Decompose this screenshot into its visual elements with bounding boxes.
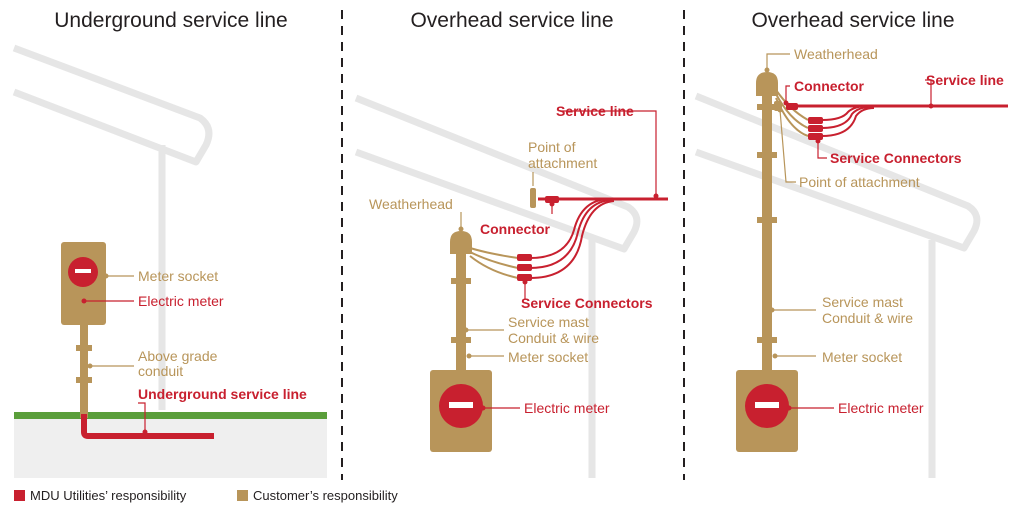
meter-dial-bar	[755, 402, 779, 408]
house-outline	[694, 92, 981, 478]
house-outline	[12, 44, 213, 410]
panel-overhead-b: Overhead service line	[694, 9, 1008, 478]
label-connector: Connector	[794, 78, 865, 94]
service-mast	[456, 248, 466, 372]
mast-coupling	[757, 217, 777, 223]
panel-overhead-a: Overhead service line	[354, 9, 668, 478]
service-connector	[517, 264, 532, 271]
label-conduit: conduit	[138, 363, 183, 379]
label-meter-socket: Meter socket	[138, 268, 218, 284]
service-connector	[517, 274, 532, 281]
ground	[14, 418, 327, 478]
label-electric-meter: Electric meter	[524, 400, 610, 416]
panel-title: Underground service line	[54, 9, 287, 32]
house-outline	[354, 94, 641, 478]
panel-title: Overhead service line	[751, 9, 954, 32]
panel-title: Overhead service line	[410, 9, 613, 32]
label-connector: Connector	[480, 221, 551, 237]
label-underground-service-line: Underground service line	[138, 386, 307, 402]
mast-coupling	[757, 152, 777, 158]
label-attachment: attachment	[528, 155, 597, 171]
label-weatherhead: Weatherhead	[369, 196, 453, 212]
label-service-line: Service line	[926, 72, 1004, 88]
label-service-mast: Service mast	[822, 294, 903, 310]
conduit-coupling	[76, 345, 92, 351]
label-service-line: Service line	[556, 103, 634, 119]
label-service-connectors: Service Connectors	[830, 150, 962, 166]
meter-dial-bar	[75, 269, 91, 273]
panel-underground: Underground service line Meter socket El…	[12, 9, 327, 478]
legend-swatch-utility	[14, 490, 25, 501]
label-conduit-wire: Conduit & wire	[508, 330, 599, 346]
label-meter-socket: Meter socket	[822, 349, 902, 365]
label-electric-meter: Electric meter	[138, 293, 224, 309]
above-grade-conduit	[80, 322, 88, 418]
service-mast	[762, 92, 772, 372]
service-connector	[808, 117, 823, 124]
label-service-connectors: Service Connectors	[521, 295, 653, 311]
label-weatherhead: Weatherhead	[794, 46, 878, 62]
legend-customer: Customer’s responsibility	[253, 488, 398, 503]
legend-swatch-customer	[237, 490, 248, 501]
mast-coupling	[757, 337, 777, 343]
connector	[786, 103, 798, 110]
label-electric-meter: Electric meter	[838, 400, 924, 416]
label-conduit-wire: Conduit & wire	[822, 310, 913, 326]
legend: MDU Utilities’ responsibility Customer’s…	[14, 488, 398, 503]
connector	[545, 196, 559, 203]
service-connector	[808, 125, 823, 132]
grass-line	[14, 412, 327, 419]
label-service-mast: Service mast	[508, 314, 589, 330]
service-connector	[517, 254, 532, 261]
label-point-of: Point of	[528, 139, 576, 155]
conduit-coupling	[76, 377, 92, 383]
customer-wires	[469, 247, 519, 279]
utility-wires	[821, 105, 875, 137]
service-connector	[808, 133, 823, 140]
point-of-attachment	[530, 188, 536, 208]
mast-coupling	[451, 337, 471, 343]
mast-coupling	[757, 104, 777, 110]
legend-utility: MDU Utilities’ responsibility	[30, 488, 187, 503]
mast-coupling	[451, 278, 471, 284]
label-meter-socket: Meter socket	[508, 349, 588, 365]
weatherhead	[450, 231, 472, 254]
meter-dial-bar	[449, 402, 473, 408]
underground-service-line	[81, 414, 214, 439]
label-point-of-attachment: Point of attachment	[799, 174, 920, 190]
label-above-grade: Above grade	[138, 348, 218, 364]
weatherhead	[756, 72, 778, 96]
